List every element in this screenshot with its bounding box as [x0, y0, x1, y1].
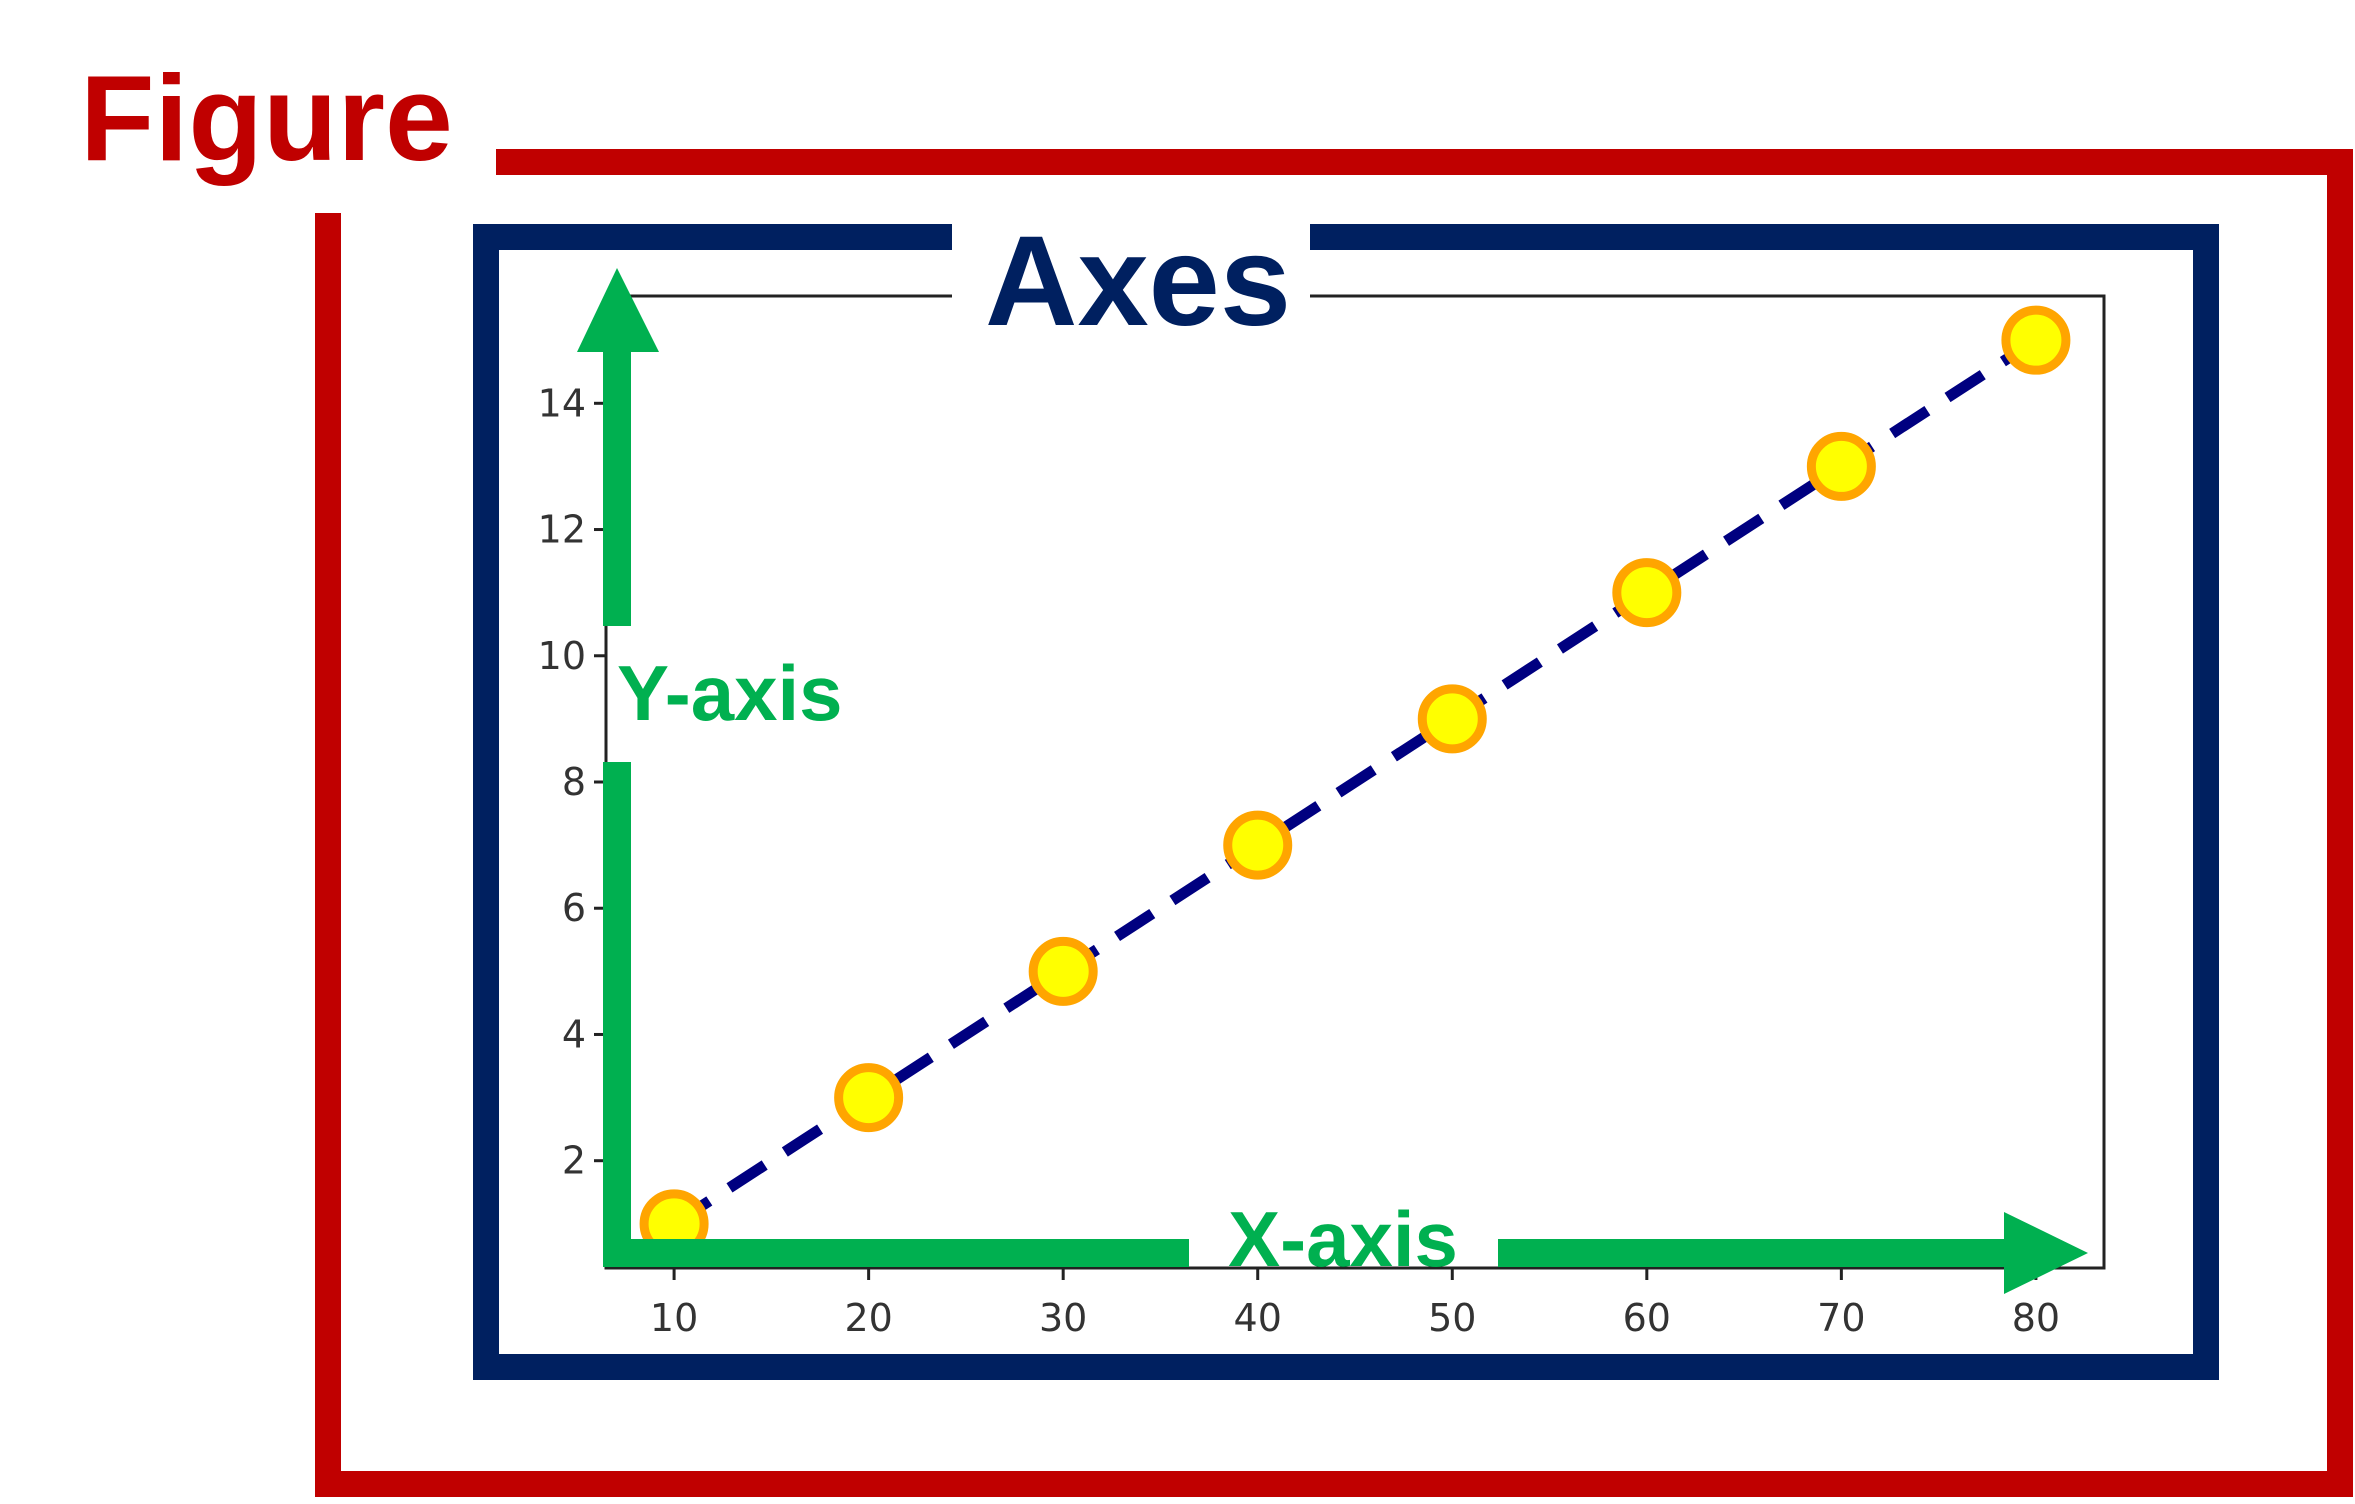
axes-label: Axes [985, 210, 1291, 353]
y-tick-label: 4 [562, 1012, 586, 1056]
x-tick-label: 20 [844, 1296, 892, 1340]
axes-frame [473, 224, 2219, 1380]
axes-label-group: Axes [952, 210, 1310, 353]
x-axis-arrowhead [2004, 1212, 2088, 1294]
x-tick-label: 60 [1623, 1296, 1671, 1340]
x-axis-label: X-axis [1228, 1195, 1458, 1283]
axes-frame-border [473, 224, 2219, 1380]
y-tick-label: 8 [562, 760, 586, 804]
x-tick-label: 80 [2012, 1296, 2060, 1340]
x-axis-arrow-shaft-left [603, 1239, 1189, 1267]
y-axis-arrow-shaft-lower [603, 762, 631, 1262]
data-point [1806, 431, 1876, 501]
y-tick-label: 2 [562, 1139, 586, 1183]
y-ticks: 2 4 6 8 10 12 14 [538, 381, 606, 1183]
data-point [1612, 558, 1682, 628]
series-markers [639, 305, 2071, 1259]
data-point [2001, 305, 2071, 375]
data-point [1417, 684, 1487, 754]
x-axis-callout: X-axis [603, 1195, 2088, 1294]
plot-area: 2 4 6 8 10 12 14 10 20 30 40 50 60 70 80 [538, 294, 2106, 1340]
y-axis-arrow-shaft-upper [603, 340, 631, 626]
axes-label-background [952, 212, 1310, 332]
x-tick-label: 30 [1039, 1296, 1087, 1340]
y-tick-label: 12 [538, 508, 586, 552]
y-axis-label: Y-axis [617, 649, 843, 737]
y-axis-arrowhead [577, 268, 659, 352]
figure-frame: Figure [80, 50, 2353, 1497]
x-tick-label: 70 [1817, 1296, 1865, 1340]
series-line [671, 335, 2039, 1229]
y-tick-label: 10 [538, 634, 586, 678]
data-point [1223, 810, 1293, 880]
data-point [834, 1063, 904, 1133]
data-point [1028, 936, 1098, 1006]
x-tick-label: 50 [1428, 1296, 1476, 1340]
y-axis-callout: Y-axis [577, 268, 843, 1262]
x-tick-label: 40 [1234, 1296, 1282, 1340]
figure-label: Figure [80, 50, 453, 186]
y-tick-label: 6 [562, 886, 586, 930]
x-tick-label: 10 [650, 1296, 698, 1340]
y-tick-label: 14 [538, 381, 586, 425]
figure-frame-border [315, 149, 2353, 1497]
x-ticks: 10 20 30 40 50 60 70 80 [650, 1268, 2060, 1340]
x-axis-arrow-shaft-right [1498, 1239, 2018, 1267]
